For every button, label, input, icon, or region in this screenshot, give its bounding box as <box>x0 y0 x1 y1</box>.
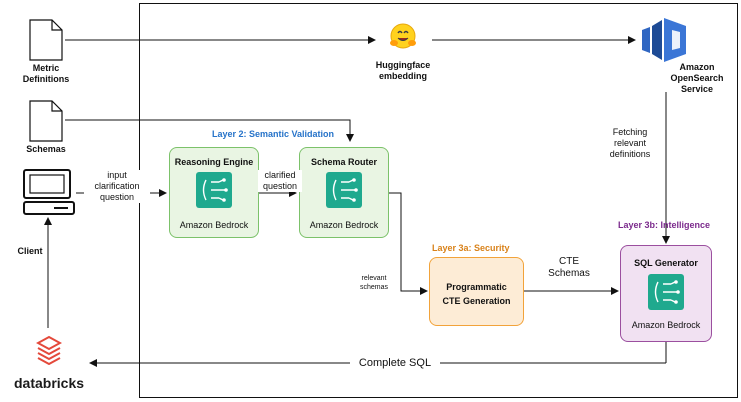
bedrock-icon <box>648 274 684 310</box>
layer2-label: Layer 2: Semantic Validation <box>212 129 335 139</box>
huggingface-label: Huggingface embedding <box>375 60 431 81</box>
input-clarification-label: input clarification question <box>84 170 150 203</box>
sql-generator-node: SQL Generator Amazon Bedrock <box>620 245 712 342</box>
metric-definitions-label: Metric Definitions <box>22 63 70 84</box>
schema-router-service: Amazon Bedrock <box>309 220 379 230</box>
layer3b-label: Layer 3b: Intelligence <box>618 220 711 230</box>
schemas-document-icon <box>29 100 63 142</box>
huggingface-emoji-icon <box>390 23 416 49</box>
client-computer-icon <box>23 169 75 215</box>
bedrock-icon <box>326 172 362 208</box>
reasoning-engine-node: Reasoning Engine Amazon Bedrock <box>169 147 259 238</box>
bedrock-icon <box>196 172 232 208</box>
cte-schemas-label: CTE Schemas <box>548 256 590 279</box>
schemas-label: Schemas <box>26 144 66 154</box>
reasoning-engine-title: Reasoning Engine <box>174 157 254 167</box>
sql-generator-service: Amazon Bedrock <box>631 320 701 330</box>
sql-generator-title: SQL Generator <box>634 258 698 268</box>
metric-definitions-document-icon <box>29 19 63 61</box>
clarified-question-label: clarified question <box>258 170 302 192</box>
complete-sql-label: Complete SQL <box>350 357 440 370</box>
layer3a-label: Layer 3a: Security <box>432 243 510 253</box>
client-label: Client <box>17 246 43 256</box>
opensearch-label: Amazon OpenSearch Service <box>670 62 724 94</box>
edge-schemas-to-router <box>65 119 354 142</box>
relevant-schemas-label: relevant schemas <box>359 275 388 291</box>
schema-router-node: Schema Router Amazon Bedrock <box>299 147 389 238</box>
cte-generation-title: Programmatic CTE Generation <box>442 282 511 306</box>
reasoning-engine-service: Amazon Bedrock <box>179 220 249 230</box>
fetching-definitions-label: Fetching relevant definitions <box>602 127 658 160</box>
edge-router-to-cte <box>389 192 428 295</box>
databricks-wordmark: databricks <box>14 375 85 391</box>
schema-router-title: Schema Router <box>310 157 378 167</box>
databricks-logo-icon <box>36 335 62 365</box>
opensearch-service-icon <box>642 18 686 62</box>
cte-generation-node: Programmatic CTE Generation <box>429 257 524 326</box>
